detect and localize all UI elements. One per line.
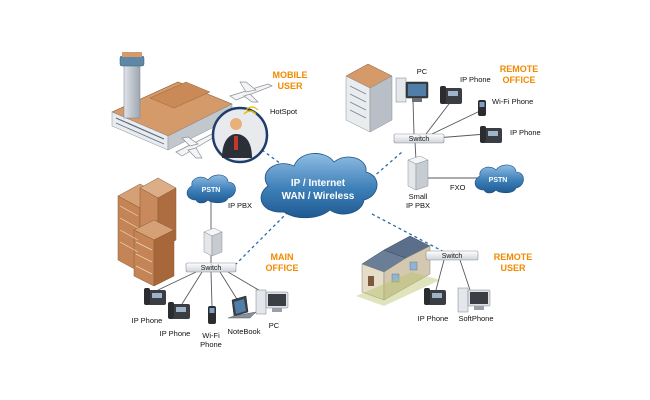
ip-pbx-icon	[407, 155, 429, 191]
main-office-cabling	[157, 198, 263, 307]
remote-office-title-line2: OFFICE	[503, 75, 536, 85]
remote-office-ip-pbx-line2: IP PBX	[406, 201, 430, 210]
office-tower-icon	[117, 177, 177, 287]
remote-user-site: Switch IP Phone SoftPhone REMOTE USER	[356, 235, 533, 323]
main-office-ip-phone-2-label: IP Phone	[160, 329, 191, 338]
ip-phone-icon	[144, 288, 166, 305]
wifi-phone-icon	[478, 100, 486, 116]
main-office-pstn-label: PSTN	[202, 187, 221, 194]
main-office-notebook-label: NoteBook	[228, 327, 261, 336]
remote-office-site: PC IP Phone Wi-Fi Phone IP Phone Switch	[345, 63, 541, 210]
mobile-user-title-line2: USER	[277, 81, 303, 91]
remote-user-switch-icon: Switch	[425, 250, 479, 261]
main-office-title-line1: MAIN	[271, 252, 294, 262]
mobile-user-title-line1: MOBILE	[273, 70, 308, 80]
internet-label-line2: WAN / Wireless	[282, 191, 355, 202]
main-office-ip-pbx-label: IP PBX	[228, 201, 252, 210]
remote-office-cabling	[412, 99, 487, 179]
mobile-user-site: HotSpot MOBILE USER	[111, 52, 308, 164]
remote-office-title-line1: REMOTE	[500, 64, 539, 74]
main-office-wifi-phone-line2: Phone	[200, 340, 222, 349]
remote-office-pc-label: PC	[417, 67, 428, 76]
main-office-site: PSTN IP PBX Switch IP Phone IP Phone	[117, 174, 299, 349]
remote-user-softphone-label: SoftPhone	[458, 314, 493, 323]
remote-office-pstn-cloud: PSTN	[474, 164, 524, 194]
main-office-title-line2: OFFICE	[266, 263, 299, 273]
main-office-pstn-cloud: PSTN	[186, 174, 236, 204]
airplane-icon	[229, 81, 273, 103]
notebook-icon	[227, 295, 257, 319]
office-building-icon	[345, 63, 393, 133]
pc-icon	[255, 289, 289, 315]
main-office-ip-phone-1-label: IP Phone	[132, 316, 163, 325]
internet-cloud-shape	[260, 153, 378, 219]
link-remote-office	[371, 151, 403, 179]
wifi-phone-icon	[208, 306, 216, 324]
main-office-wifi-phone-line1: Wi-Fi	[202, 331, 220, 340]
pc-icon	[395, 77, 429, 103]
remote-office-pstn-label: PSTN	[489, 177, 508, 184]
remote-user-title-line2: USER	[500, 263, 526, 273]
hotspot-label: HotSpot	[270, 107, 298, 116]
internet-label-line1: IP / Internet	[291, 178, 346, 189]
hotspot-user-icon	[211, 106, 269, 164]
remote-office-ip-phone-2-label: IP Phone	[510, 128, 541, 137]
link-remote-user	[371, 213, 449, 255]
ip-phone-icon	[424, 288, 446, 305]
internet-cloud: IP / Internet WAN / Wireless	[260, 153, 378, 219]
main-office-switch-icon: Switch	[185, 262, 237, 273]
airplane-icon	[175, 133, 217, 159]
remote-user-ip-phone-label: IP Phone	[418, 314, 449, 323]
house-icon	[356, 235, 440, 306]
ip-phone-icon	[480, 126, 502, 143]
pc-icon	[457, 287, 491, 313]
main-office-pc-label: PC	[269, 321, 280, 330]
remote-office-wifi-phone-label: Wi-Fi Phone	[492, 97, 533, 106]
remote-office-switch-label: Switch	[409, 136, 430, 143]
remote-office-fxo-label: FXO	[450, 183, 466, 192]
ip-pbx-icon	[203, 227, 223, 257]
ip-phone-icon	[168, 302, 190, 319]
ip-phone-icon	[440, 86, 462, 104]
main-office-switch-label: Switch	[201, 265, 222, 272]
airport-building-icon	[111, 52, 233, 151]
remote-office-switch-icon: Switch	[393, 133, 445, 144]
remote-office-ip-pbx-line1: Small	[409, 192, 428, 201]
remote-user-cabling	[435, 259, 471, 291]
remote-user-title-line1: REMOTE	[494, 252, 533, 262]
remote-office-ip-phone-1-label: IP Phone	[460, 75, 491, 84]
remote-user-switch-label: Switch	[442, 253, 463, 260]
link-main-office	[235, 211, 289, 265]
